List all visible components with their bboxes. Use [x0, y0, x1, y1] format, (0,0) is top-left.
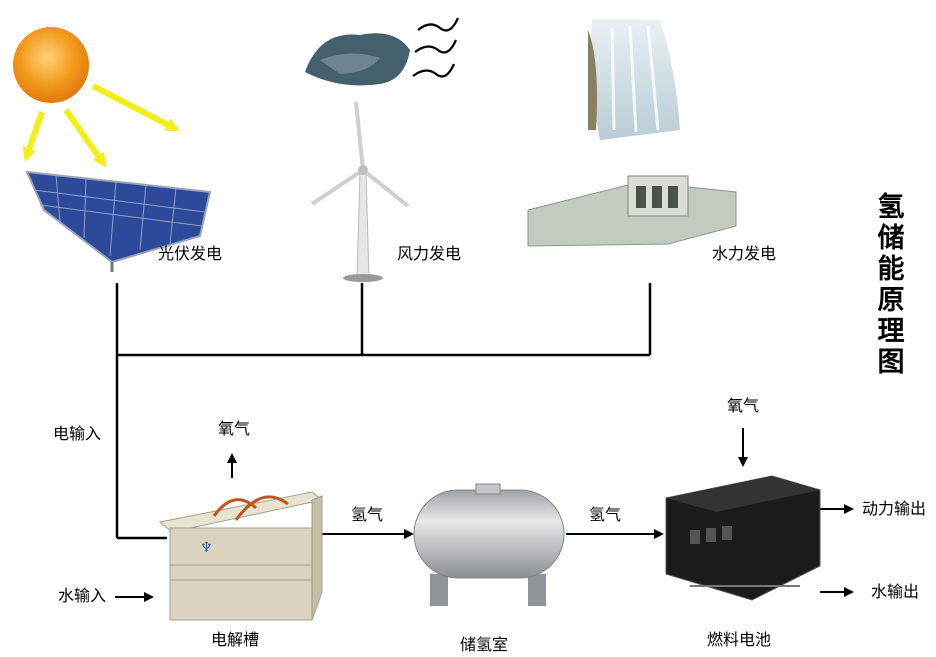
hydrogen-to-cell-label: 氢气: [589, 505, 622, 524]
solar-label: 光伏发电: [158, 244, 223, 263]
diagram-title: 氢储能原理图: [877, 192, 905, 378]
dam-icon: [527, 175, 737, 247]
electrolyzer-icon: ♆: [158, 491, 324, 621]
hydrogen-to-storage-label: 氢气: [351, 505, 384, 524]
electric-input-label: 电输入: [53, 424, 102, 443]
storage-label: 储氢室: [460, 635, 509, 654]
water-input-label: 水输入: [58, 586, 107, 605]
flow-arrows: [115, 428, 854, 602]
fuel-cell-icon: [665, 475, 821, 601]
hydro-label: 水力发电: [712, 244, 777, 263]
oxygen-out-label: 氧气: [218, 419, 251, 438]
fuel-cell-label: 燃料电池: [707, 630, 772, 649]
waterfall-icon: [588, 20, 680, 140]
power-out-label: 动力输出: [862, 499, 927, 518]
wind-turbine-icon: [310, 101, 410, 282]
solar-panel-icon: [25, 170, 212, 272]
oxygen-in-label: 氧气: [727, 396, 760, 415]
water-out-label: 水输出: [871, 582, 920, 601]
electrolyzer-label: 电解槽: [211, 630, 260, 649]
hydrogen-tank-icon: [413, 483, 565, 606]
svg-text:♆: ♆: [200, 540, 213, 556]
wind-label: 风力发电: [397, 244, 462, 263]
sun-icon: [13, 27, 180, 168]
power-wiring: [115, 283, 652, 540]
cloud-icon: [305, 17, 460, 86]
